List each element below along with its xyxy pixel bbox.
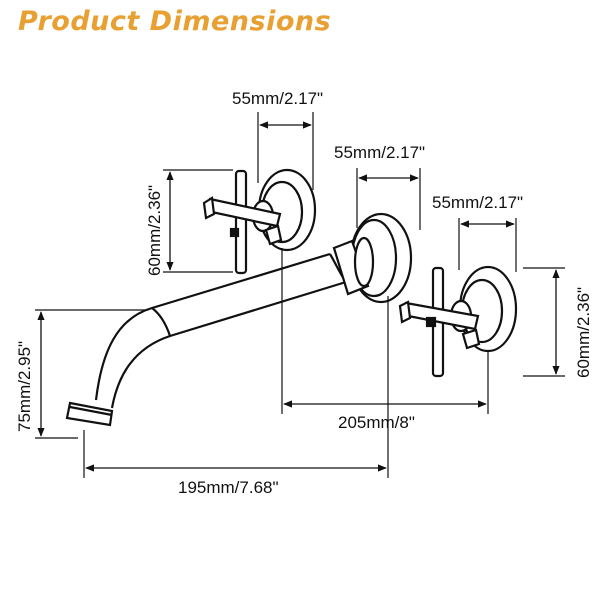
right-handle <box>398 265 518 378</box>
page-title: Product Dimensions <box>18 6 332 37</box>
spout-height-label: 75mm/2.95" <box>15 341 34 432</box>
handle-spacing-label: 205mm/8" <box>338 413 415 432</box>
spout-base-width-label: 55mm/2.17" <box>334 143 425 162</box>
spout-base <box>332 212 413 304</box>
dimension-arrows <box>37 121 560 472</box>
right-handle-width-label: 55mm/2.17" <box>432 193 523 212</box>
spout-length-label: 195mm/7.68" <box>178 478 279 497</box>
left-handle-height-label: 60mm/2.36" <box>145 185 164 276</box>
extension-lines <box>35 112 565 478</box>
right-handle-height-label: 60mm/2.36" <box>574 287 593 378</box>
spout <box>65 252 347 427</box>
left-handle-width-label: 55mm/2.17" <box>232 89 323 108</box>
left-handle <box>202 168 317 275</box>
